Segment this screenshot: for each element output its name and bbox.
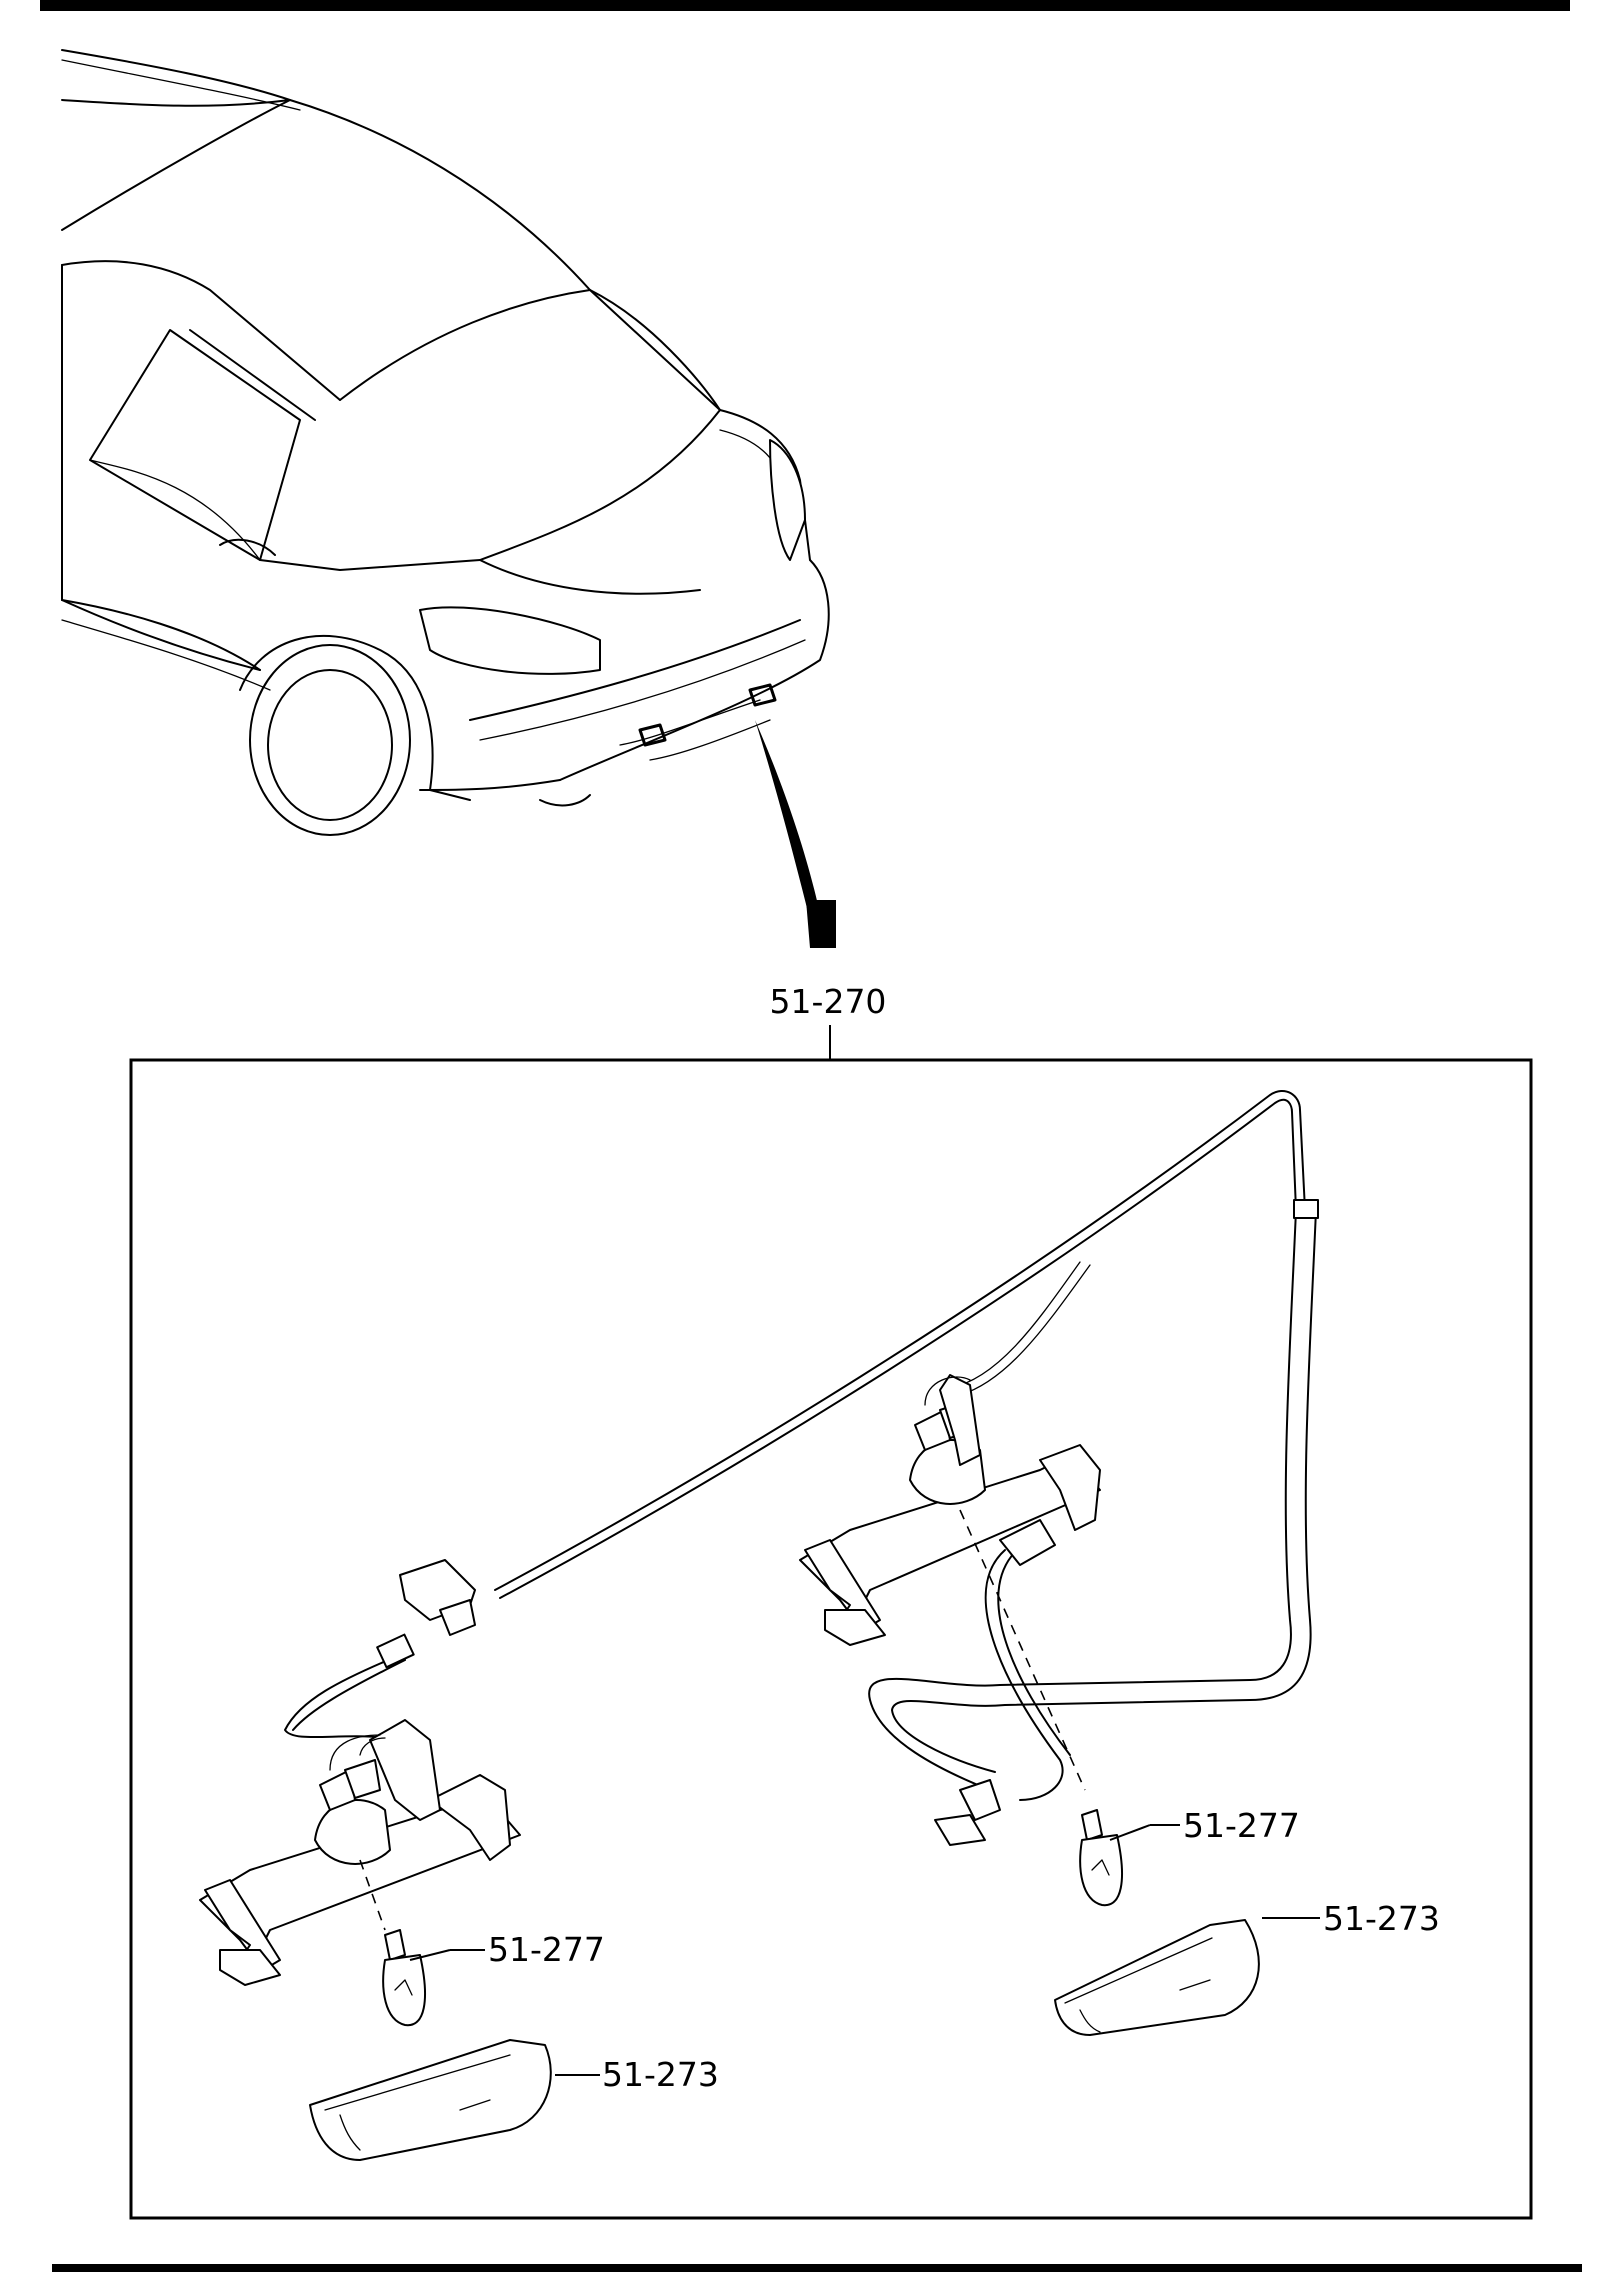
top-rule xyxy=(40,0,1570,11)
wiring-harness xyxy=(284,1090,1319,1801)
left-bulb xyxy=(382,1929,426,2027)
left-socket-assembly xyxy=(199,1719,521,1986)
leader-pointer xyxy=(755,720,825,940)
callout-lens-right: 51-273 xyxy=(1323,1899,1440,1938)
left-center-line xyxy=(359,1859,386,1931)
left-lens xyxy=(309,2039,552,2161)
callout-assembly: 51-270 xyxy=(770,982,887,1021)
callout-bulb-right-leader xyxy=(1109,1824,1151,1841)
right-bulb xyxy=(1079,1809,1123,1907)
assembly-frame xyxy=(129,1058,1533,2220)
callout-lens-left: 51-273 xyxy=(602,2055,719,2094)
callout-bulb-left: 51-277 xyxy=(488,1930,605,1969)
right-socket-assembly xyxy=(799,1374,1101,1846)
callout-bulb-right: 51-277 xyxy=(1183,1806,1300,1845)
right-center-line xyxy=(959,1509,1086,1791)
right-lens xyxy=(1054,1919,1260,2036)
callout-bulb-left-leader xyxy=(409,1949,451,1961)
bottom-rule xyxy=(52,2264,1582,2272)
car-illustration xyxy=(61,49,830,836)
leader-pointer-tip xyxy=(806,900,836,948)
